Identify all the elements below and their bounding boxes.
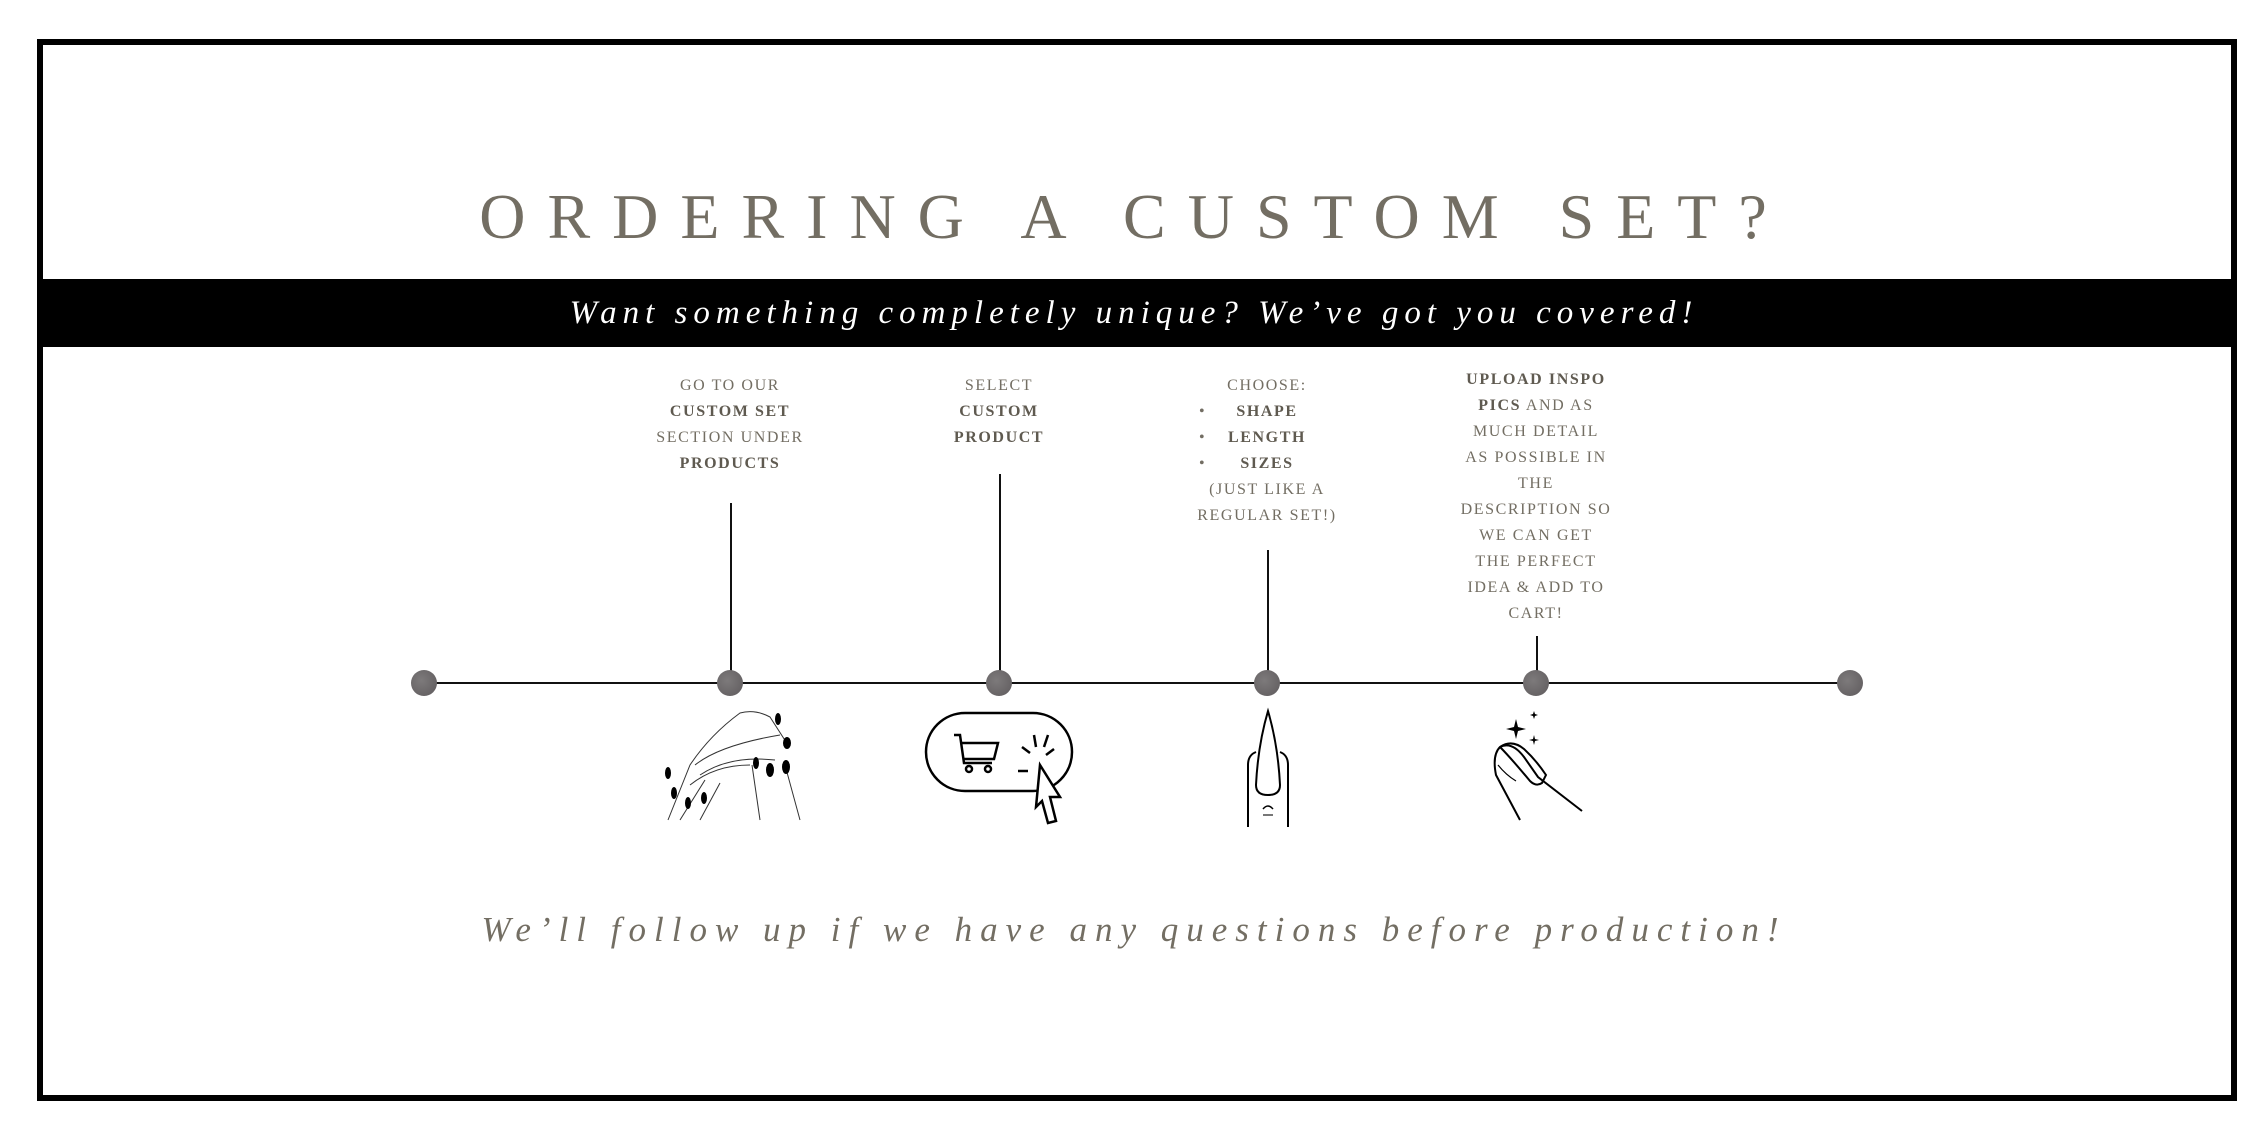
bullet-item: Sizes (1147, 451, 1387, 477)
step-4-text: Upload inspo pics and as much detail as … (1416, 367, 1656, 627)
step-text-bold: Custom (959, 403, 1039, 420)
bullet-item: Shape (1147, 399, 1387, 425)
step-text-line: much detail (1472, 423, 1600, 440)
step-text-bold: Product (953, 429, 1045, 446)
step-text-line: and as (1521, 397, 1594, 414)
step-3-text: Choose: Shape Length Sizes (Just like a … (1147, 373, 1387, 529)
timeline-dot-4 (1523, 670, 1549, 696)
step-1-text: Go to our Custom Set section under Produ… (610, 373, 850, 477)
sparkle-nail-icon (1493, 711, 1583, 821)
step-text-bold: Products (679, 455, 781, 472)
step-text-bold: pics (1478, 397, 1522, 414)
step-text-line: section under (656, 429, 804, 446)
step-text-line: (Just like a (1209, 481, 1325, 498)
timeline-dot-end (1837, 670, 1863, 696)
timeline-dot-3 (1254, 670, 1280, 696)
timeline-dot-start (411, 670, 437, 696)
connector-line (730, 503, 732, 683)
footer-note: We’ll follow up if we have any questions… (481, 910, 1787, 949)
step-text-bold: Length (1227, 429, 1307, 446)
stiletto-nail-icon (1247, 707, 1289, 827)
step-text-line: idea & add to (1467, 579, 1605, 596)
step-text-bold: Sizes (1240, 455, 1294, 472)
step-text-line: as possible in (1465, 449, 1607, 466)
step-text-line: we can get (1479, 527, 1593, 544)
connector-line (999, 474, 1001, 683)
connector-line (1267, 550, 1269, 683)
connector-line (1536, 636, 1538, 683)
step-text-line: the perfect (1475, 553, 1597, 570)
step-2-text: Select Custom Product (879, 373, 1119, 451)
step-text-line: regular set!) (1197, 507, 1337, 524)
page-title: ORDERING A CUSTOM SET? (479, 181, 1789, 252)
timeline-dot-1 (717, 670, 743, 696)
subtitle: Want something completely unique? We’ve … (569, 294, 1699, 331)
bullet-item: Length (1147, 425, 1387, 451)
step-text-bold: Shape (1236, 403, 1298, 420)
step-text-line: description so (1460, 501, 1612, 518)
step-text-bold: Custom Set (669, 403, 791, 420)
step-text-line: cart! (1508, 605, 1564, 622)
step-text-line: Go to our (679, 377, 781, 394)
timeline (424, 682, 1850, 684)
cart-click-icon (924, 711, 1074, 825)
step-text-line: Select (964, 377, 1034, 394)
step-text-line: the (1518, 475, 1554, 492)
hands-nails-icon (665, 711, 801, 821)
step-text-line: Choose: (1227, 377, 1307, 394)
subtitle-banner: Want something completely unique? We’ve … (37, 279, 2231, 347)
timeline-dot-2 (986, 670, 1012, 696)
step-text-bold: Upload inspo (1466, 371, 1606, 388)
page-frame (37, 39, 2237, 1101)
